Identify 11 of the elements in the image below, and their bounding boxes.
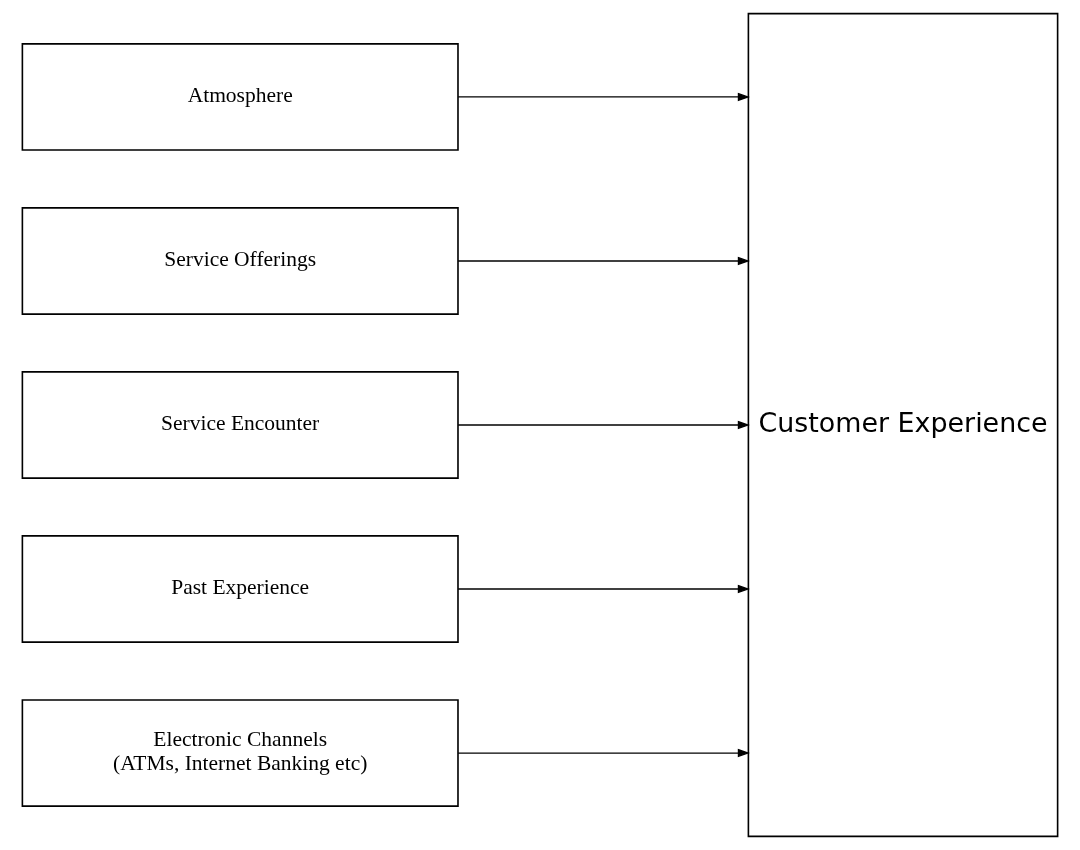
node-box: Atmosphere bbox=[21, 43, 459, 151]
arrow bbox=[457, 748, 750, 758]
node-box: Service Encounter bbox=[21, 371, 459, 479]
arrow bbox=[457, 256, 750, 266]
arrow bbox=[457, 420, 750, 430]
node-box: Electronic Channels (ATMs, Internet Banking etc) bbox=[21, 699, 459, 807]
arrow bbox=[457, 584, 750, 594]
node-box: Past Experience bbox=[21, 535, 459, 643]
node-box: Service Offerings bbox=[21, 207, 459, 315]
node-box: Customer Experience bbox=[747, 12, 1059, 838]
arrow bbox=[457, 92, 750, 102]
